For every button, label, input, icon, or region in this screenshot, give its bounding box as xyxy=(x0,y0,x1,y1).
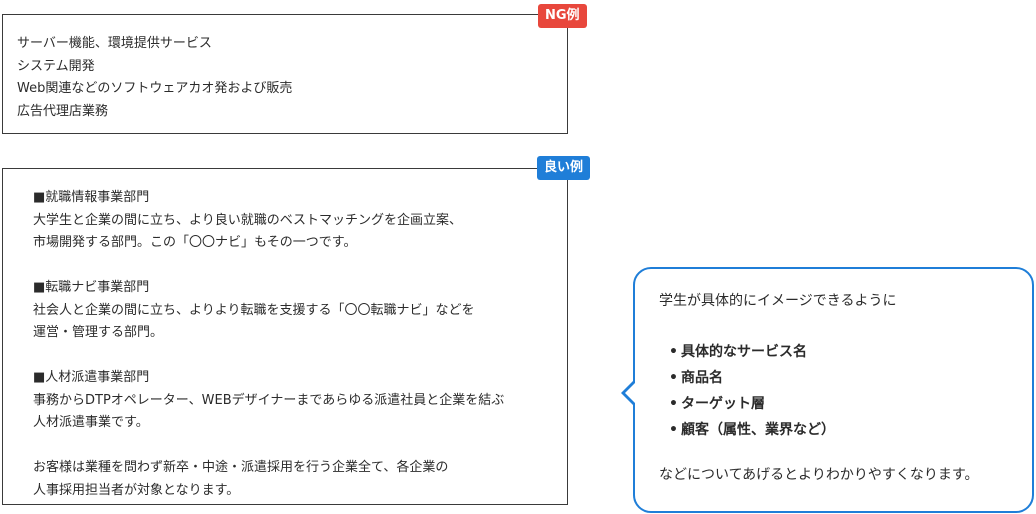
bullet-dot-icon: • xyxy=(669,422,678,438)
ng-tag-badge: NG例 xyxy=(538,4,587,28)
section-heading: ■就職情報事業部門 xyxy=(33,190,150,205)
list-item: •ターゲット層 xyxy=(669,391,1032,417)
advice-speech-bubble: 学生が具体的にイメージできるように •具体的なサービス名 •商品名 •ターゲット… xyxy=(633,267,1034,513)
good-tag-badge: 良い例 xyxy=(537,156,591,180)
bullet-text: ターゲット層 xyxy=(681,396,765,412)
ng-line: サーバー機能、環境提供サービス xyxy=(17,36,212,51)
closing-line: お客様は業種を問わず新卒・中途・派遣採用を行う企業全て、各企業の xyxy=(33,460,449,475)
advice-intro: 学生が具体的にイメージできるように xyxy=(659,293,897,309)
section-job-change: ■転職ナビ事業部門 社会人と企業の間に立ち、よりより転職を支援する「〇〇転職ナビ… xyxy=(33,277,567,345)
section-heading: ■転職ナビ事業部門 xyxy=(33,280,150,295)
spacer xyxy=(33,435,567,458)
list-item: •商品名 xyxy=(669,365,1032,391)
advice-bullet-list: •具体的なサービス名 •商品名 •ターゲット層 •顧客（属性、業界など） xyxy=(659,339,1032,443)
ng-example-box: サーバー機能、環境提供サービス システム開発 Web関連などのソフトウェアカオ発… xyxy=(2,14,568,134)
bullet-text: 顧客（属性、業界など） xyxy=(681,422,835,438)
section-line: 人材派遣事業です。 xyxy=(33,415,149,430)
section-staffing: ■人材派遣事業部門 事務からDTPオペレーター、WEBデザイナーまであらゆる派遣… xyxy=(33,367,567,435)
bullet-dot-icon: • xyxy=(669,344,678,360)
closing-line: 人事採用担当者が対象となります。 xyxy=(33,482,240,498)
closing-paragraph: お客様は業種を問わず新卒・中途・派遣採用を行う企業全て、各企業の 人事採用担当者… xyxy=(33,457,567,502)
spacer xyxy=(33,345,567,368)
section-line: 事務からDTPオペレーター、WEBデザイナーまであらゆる派遣社員と企業を結ぶ xyxy=(33,392,505,408)
good-example-box: ■就職情報事業部門 大学生と企業の間に立ち、より良い就職のベストマッチングを企画… xyxy=(2,168,568,505)
section-employment-info: ■就職情報事業部門 大学生と企業の間に立ち、より良い就職のベストマッチングを企画… xyxy=(33,187,567,255)
advice-footer: などについてあげるとよりわかりやすくなります。 xyxy=(659,467,979,483)
ng-line: システム開発 xyxy=(17,58,95,74)
section-line: 大学生と企業の間に立ち、より良い就職のベストマッチングを企画立案、 xyxy=(33,212,463,228)
ng-line: Web関連などのソフトウェアカオ発および販売 xyxy=(17,81,293,96)
bullet-dot-icon: • xyxy=(669,370,678,386)
section-line: 社会人と企業の間に立ち、よりより転職を支援する「〇〇転職ナビ」などを xyxy=(33,302,475,318)
section-line: 市場開発する部門。この「〇〇ナビ」もその一つです。 xyxy=(33,235,357,250)
section-line: 運営・管理する部門。 xyxy=(33,325,164,340)
speech-bubble-tail-fill xyxy=(624,382,636,404)
bullet-text: 具体的なサービス名 xyxy=(681,344,807,360)
list-item: •顧客（属性、業界など） xyxy=(669,417,1032,443)
section-heading: ■人材派遣事業部門 xyxy=(33,370,150,385)
spacer xyxy=(33,255,567,278)
bullet-dot-icon: • xyxy=(669,396,678,412)
bullet-text: 商品名 xyxy=(681,370,723,386)
ng-line: 広告代理店業務 xyxy=(17,103,109,119)
list-item: •具体的なサービス名 xyxy=(669,339,1032,365)
